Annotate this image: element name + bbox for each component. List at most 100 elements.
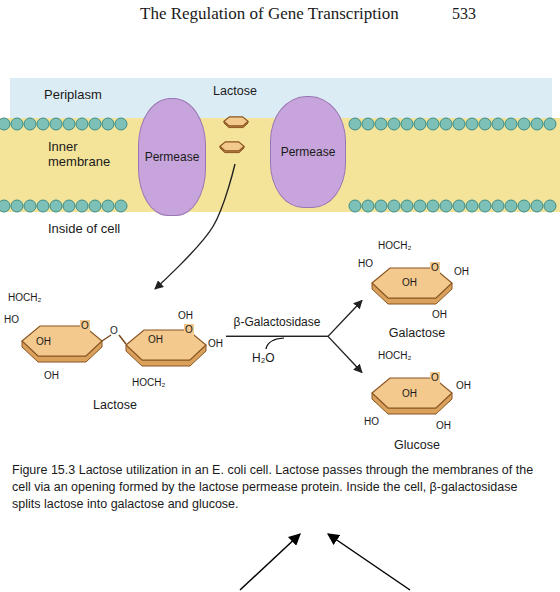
text-label: OH [432,309,447,321]
pointer-arrow [328,534,410,590]
ring-face [220,142,244,151]
ring-face [372,378,452,408]
lipid-head [37,200,49,212]
lipid-head [362,200,374,212]
ring-face [224,117,248,126]
lipid-head [115,118,127,130]
text-label: OH [36,336,51,348]
lipid-head [0,118,10,130]
text-label: OH [454,266,469,278]
lipid-head [453,200,465,212]
lipid-head [453,118,465,130]
lipid-head [388,118,400,130]
lipid-head [63,118,75,130]
node-text: Lactose [213,84,257,98]
text-label: HOCH₂ [8,292,41,304]
text-label: H₂O [252,352,275,366]
lipid-head [518,200,530,212]
text-label: OH [178,310,193,322]
lipid-head [414,118,426,130]
sugar-molecule: Lactose [206,84,264,162]
text-label: 533 [452,5,476,23]
lipid-head [505,118,517,130]
text-label: HOCH₂ [378,350,411,362]
text-label: HO [358,258,373,270]
ring-face [126,330,206,360]
lipid-head [388,200,400,212]
lipid-head [362,118,374,130]
sugar-molecule: Galactose [362,236,472,340]
text-label: OH [148,334,163,346]
lipid-head [0,200,10,212]
lipid-head [102,118,114,130]
figure-caption: Figure 15.3 Lactose utilization in an E.… [12,462,548,513]
lipid-head [440,200,452,212]
lipid-head [479,118,491,130]
text-label: HO [364,416,379,428]
lipid-head [50,200,62,212]
node-text: Permease [145,150,200,164]
sugar-rings [22,117,452,414]
lipid-head [76,118,88,130]
lipid-head [11,118,23,130]
reaction-arrow [226,300,362,336]
lipid-head [505,200,517,212]
lipid-head [349,200,361,212]
text-label: O [110,325,118,337]
text-label: Inside of cell [48,222,120,237]
lipid-head [440,118,452,130]
text-label: OH [44,370,59,382]
text-label: OH [208,338,223,350]
lipid-head [492,200,504,212]
lipid-head [11,200,23,212]
text-label: HOCH₂ [132,377,165,389]
lipid-head [531,118,543,130]
lipid-head [492,118,504,130]
lipid-head [401,118,413,130]
node-text: Permease [281,145,336,159]
text-label: HO [4,314,19,326]
text-label: O [184,324,194,336]
lipid-head [531,200,543,212]
lipid-head [24,118,36,130]
lipid-head [37,118,49,130]
lipid-head [427,200,439,212]
lipid-head [115,200,127,212]
lipid-head [544,200,556,212]
node-text: Glucose [394,438,440,452]
text-label: HOCH₂ [378,240,411,252]
lipid-head [102,200,114,212]
text-label: O [430,262,440,274]
text-label: O [430,372,440,384]
lipid-head [427,118,439,130]
node-text: Lactose [93,398,137,412]
sugar-molecule: Lactose [4,290,226,412]
enzyme-label: β-Galactosidase [232,316,323,330]
lipid-head [89,118,101,130]
text-label: OH [402,277,417,289]
pointer-arrow [240,534,300,590]
lipid-head [349,118,361,130]
lipid-head [401,200,413,212]
text-label: OH [436,420,451,432]
page-header: The Regulation of Gene Transcription [140,4,399,24]
permease-protein: Permease [270,96,346,208]
lipid-head [479,200,491,212]
lipid-head [76,200,88,212]
lipid-head [24,200,36,212]
text-label: OH [402,388,417,400]
lipid-head [50,118,62,130]
lipid-head [375,200,387,212]
node-text: Galactose [389,326,445,340]
ring-face [372,268,452,298]
text-label: OH [456,380,471,392]
ring-face [22,326,102,356]
reaction-arrow [226,336,362,372]
glycosidic-bond [102,335,126,344]
text-label: Inner membrane [48,140,118,170]
lipid-head [63,200,75,212]
lipid-head [466,118,478,130]
sugar-molecule: Glucose [362,346,472,452]
water-hook [266,338,284,349]
lipid-head [375,118,387,130]
